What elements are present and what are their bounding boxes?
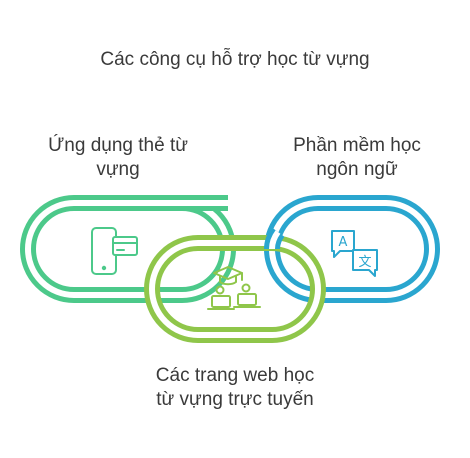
- chain-overlap-right: [264, 227, 285, 250]
- svg-text:A: A: [339, 235, 348, 250]
- diagram-title: Các công cụ hỗ trợ học từ vựng: [100, 49, 370, 70]
- label-vocab-websites: Các trang web học từ vựng trực tuyến: [155, 365, 315, 410]
- students-laptops-icon: [207, 266, 261, 310]
- chain-link-middle: [144, 235, 326, 343]
- translate-icon: A 文: [331, 230, 378, 277]
- phone-card-icon: [91, 227, 138, 275]
- label-flashcard-apps: Ứng dụng thẻ từ vựng: [48, 135, 188, 180]
- svg-text:文: 文: [358, 255, 371, 270]
- label-language-software: Phần mềm học ngôn ngữ: [293, 135, 421, 180]
